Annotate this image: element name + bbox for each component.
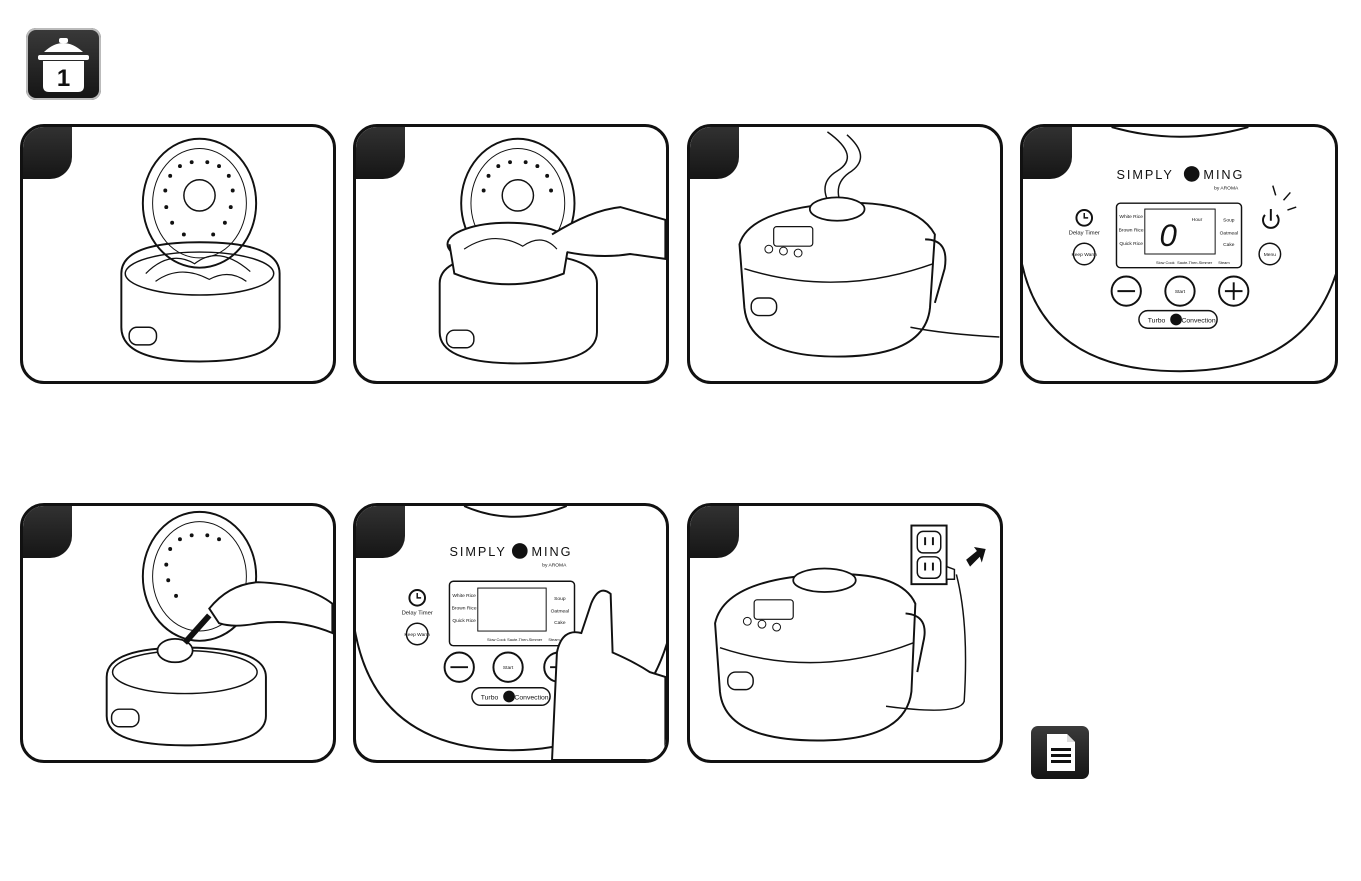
power-icon[interactable] [1262,209,1280,229]
step-panel-4: SIMPLY MING by AROMA Delay Timer Keep Wa… [1020,124,1338,384]
step-panel-5 [20,503,336,763]
step-number-tab [23,506,72,558]
status-steam: Steam [548,637,559,642]
control-panel-power-illustration: SIMPLY MING by AROMA Delay Timer Keep Wa… [1023,127,1335,373]
menu-quick-rice: Quick Rice [452,618,476,624]
menu-white-rice: White Rice [452,593,476,599]
fan-icon [503,690,515,703]
plug-icon [945,565,956,581]
closed-cooker-steaming-illustration [738,131,1000,358]
status-slow-cook: Slow Cook [1156,260,1175,265]
menu-brown-rice: Brown Rice [452,606,477,612]
svg-text:1: 1 [57,65,70,92]
menu-cake: Cake [1223,242,1235,248]
step-panel-6: SIMPLY MING by AROMA Delay Timer Keep Wa… [353,503,669,763]
step-panel-3 [687,124,1003,384]
plus-icon [1224,282,1243,300]
menu-brown-rice: Brown Rice [1119,228,1144,234]
menu-button[interactable] [1258,242,1282,266]
turbo-label: Turbo [481,694,499,701]
placing-steam-tray-illustration [438,137,666,365]
turbo-convection-button[interactable] [471,686,551,707]
status-steam: Steam [1218,260,1229,265]
step-panel-1 [20,124,336,384]
turbo-label: Turbo [1148,317,1166,324]
unplug-cooker-illustration [714,524,986,742]
menu-oatmeal: Oatmeal [1220,230,1238,236]
plus-button[interactable] [1218,275,1250,307]
open-cooker-with-steam-tray-illustration [120,137,281,363]
start-label: Start [1175,289,1186,295]
start-label: Start [503,665,514,671]
menu-soup: Soup [554,596,566,602]
minus-button[interactable] [1110,275,1142,307]
status-saute: Saute-Then-Simmer [1177,260,1213,265]
menu-button-label: Menu [1264,252,1276,258]
step-number-tab [690,127,739,179]
fan-icon [1170,313,1182,326]
alarm-clock-icon [408,589,427,607]
status-saute: Saute-Then-Simmer [507,637,543,642]
finger-illustration [551,589,666,760]
start-button[interactable] [1164,275,1196,307]
keep-warm-button[interactable] [1072,242,1096,266]
glow-lines-icon [1272,185,1297,211]
delay-timer-label: Delay Timer [1069,230,1100,236]
step-panel-7 [687,503,1003,763]
menu-quick-rice: Quick Rice [1119,241,1143,247]
brand-left: SIMPLY [1116,168,1173,182]
convection-label: Convection [514,694,548,701]
keep-warm-label: Keep Warm [404,632,430,638]
step-number-tab [1023,127,1072,179]
start-button[interactable] [492,651,524,683]
brand-sub: by AROMA [542,563,567,569]
brand-left: SIMPLY [449,545,506,559]
step-number-tab [690,506,739,558]
display-unit: Hour [1192,217,1203,223]
delay-timer-label: Delay Timer [402,610,433,616]
wall-outlet-icon [910,524,948,586]
arrow-right-icon [966,547,986,567]
keep-warm-label: Keep Warm [1071,252,1097,258]
status-slow-cook: Slow Cook [487,637,506,642]
menu-oatmeal: Oatmeal [551,608,569,614]
alarm-clock-icon [1075,209,1094,227]
step-number-tab [356,127,405,179]
stirring-with-spatula-illustration [105,510,333,747]
step-number-tab [23,127,72,179]
menu-white-rice: White Rice [1119,214,1143,220]
brand-right: MING [1203,168,1244,182]
menu-soup: Soup [1223,218,1235,224]
brand-right: MING [532,545,573,559]
control-panel-press-plus-illustration: SIMPLY MING by AROMA Delay Timer Keep Wa… [356,506,666,760]
cooking-pot-icon: 1 [26,28,101,100]
display-value: 0 [1160,218,1178,253]
menu-cake: Cake [554,620,566,626]
step-panel-2 [353,124,669,384]
brand-sub: by AROMA [1214,186,1239,192]
minus-button[interactable] [443,651,475,683]
turbo-convection-button[interactable] [1138,309,1218,329]
keep-warm-button[interactable] [405,622,429,646]
convection-label: Convection [1181,317,1215,324]
notes-document-icon [1031,726,1089,779]
step-number-tab [356,506,405,558]
